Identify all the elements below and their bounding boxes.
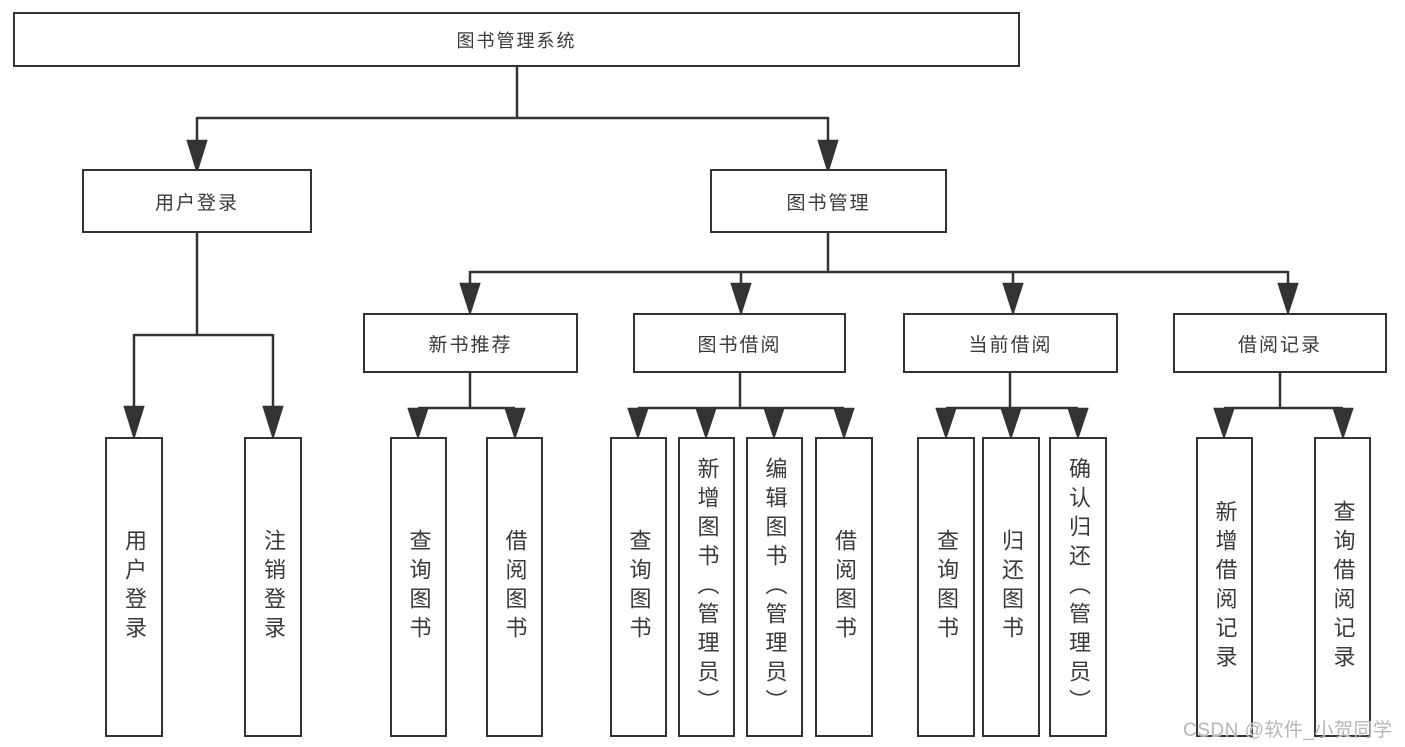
- node-user-login: 用户登录: [82, 169, 312, 233]
- node-book-borrow-label: 图书借阅: [697, 334, 782, 356]
- arrowhead: [935, 407, 957, 440]
- node-book-management: 图书管理: [710, 169, 947, 233]
- arrowhead: [763, 407, 785, 440]
- node-root-label: 图书管理系统: [456, 30, 577, 51]
- leaf-user-login: 用户登录: [105, 437, 163, 737]
- leaf-query-books-2-label: 查询图书: [626, 529, 652, 645]
- leaf-borrow-books-1-label: 借阅图书: [502, 529, 528, 645]
- arrowhead: [407, 407, 429, 440]
- arrowhead: [1332, 407, 1354, 440]
- node-book-borrow: 图书借阅: [633, 313, 846, 373]
- node-new-book-recommend: 新书推荐: [363, 313, 578, 373]
- arrowhead: [1277, 282, 1299, 317]
- arrowhead: [504, 407, 526, 440]
- arrowhead: [262, 405, 284, 441]
- leaf-edit-books-admin-label: 编辑图书（管理员）: [762, 456, 788, 718]
- arrowhead: [1002, 282, 1024, 317]
- arrowhead: [695, 407, 717, 440]
- leaf-edit-books-admin: 编辑图书（管理员）: [746, 437, 803, 737]
- node-user-login-label: 用户登录: [154, 192, 239, 214]
- arrowhead: [186, 139, 208, 175]
- leaf-return-books: 归还图书: [982, 437, 1040, 737]
- node-borrow-records: 借阅记录: [1173, 313, 1387, 373]
- arrowhead: [1067, 407, 1089, 440]
- leaf-confirm-return-admin: 确认归还（管理员）: [1049, 437, 1107, 737]
- arrowhead: [833, 407, 855, 440]
- leaf-add-borrow-record-label: 新增借阅记录: [1212, 500, 1238, 674]
- arrowhead: [459, 282, 481, 317]
- arrowhead: [627, 407, 649, 440]
- leaf-logout-label: 注销登录: [261, 529, 286, 645]
- leaf-query-books-2: 查询图书: [610, 437, 667, 737]
- leaf-user-login-label: 用户登录: [122, 529, 147, 645]
- arrowhead: [817, 139, 839, 175]
- leaf-query-borrow-record-label: 查询借阅记录: [1330, 500, 1356, 674]
- leaf-query-books-3-label: 查询图书: [934, 529, 959, 645]
- leaf-add-borrow-record: 新增借阅记录: [1196, 437, 1253, 737]
- leaf-return-books-label: 归还图书: [999, 529, 1024, 645]
- leaf-query-books-3: 查询图书: [917, 437, 975, 737]
- leaf-add-books-admin-label: 新增图书（管理员）: [694, 456, 720, 718]
- watermark: CSDN @软件_小贺同学: [1183, 720, 1393, 741]
- node-new-book-recommend-label: 新书推荐: [428, 334, 513, 356]
- arrowhead: [1000, 407, 1022, 440]
- node-borrow-records-label: 借阅记录: [1237, 334, 1322, 356]
- leaf-query-books-1-label: 查询图书: [406, 529, 432, 645]
- leaf-borrow-books-2-label: 借阅图书: [832, 529, 857, 645]
- leaf-query-borrow-record: 查询借阅记录: [1314, 437, 1371, 737]
- arrowhead: [1213, 407, 1235, 440]
- leaf-query-books-1: 查询图书: [390, 437, 447, 737]
- arrowhead: [123, 405, 145, 441]
- node-book-management-label: 图书管理: [786, 192, 871, 214]
- arrowhead: [730, 282, 752, 317]
- leaf-borrow-books-2: 借阅图书: [815, 437, 873, 737]
- node-root: 图书管理系统: [13, 12, 1020, 67]
- leaf-borrow-books-1: 借阅图书: [486, 437, 543, 737]
- node-current-borrow: 当前借阅: [903, 313, 1118, 373]
- leaf-confirm-return-admin-label: 确认归还（管理员）: [1066, 456, 1091, 718]
- leaf-add-books-admin: 新增图书（管理员）: [678, 437, 735, 737]
- leaf-logout: 注销登录: [244, 437, 302, 737]
- node-current-borrow-label: 当前借阅: [968, 334, 1053, 356]
